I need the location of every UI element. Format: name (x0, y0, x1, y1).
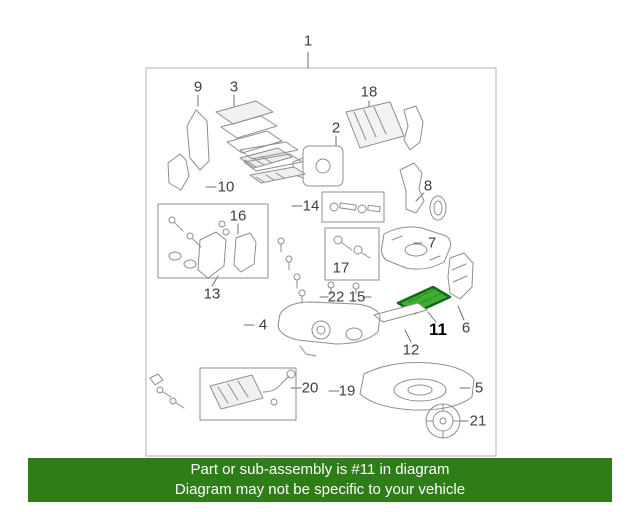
part-label-4: 4 (258, 316, 268, 334)
part-label-15: 15 (348, 288, 366, 306)
banner-line-1: Part or sub-assembly is #11 in diagram (190, 461, 450, 478)
part-label-14: 14 (302, 197, 320, 215)
part-20-art (199, 367, 297, 421)
part-label-12: 12 (402, 341, 420, 359)
banner-line-2: Diagram may not be specific to your vehi… (174, 481, 466, 498)
part-label-5: 5 (474, 379, 484, 397)
part-8-art (399, 162, 447, 221)
part-label-10: 10 (217, 178, 235, 196)
part-4-art (277, 301, 381, 357)
part-label-6: 6 (461, 319, 471, 337)
part-label-1: 1 (303, 32, 313, 50)
disclaimer-banner: Part or sub-assembly is #11 in diagram D… (28, 458, 612, 502)
part-label-9: 9 (193, 78, 203, 96)
part-label-7: 7 (427, 234, 437, 252)
part-10-art (239, 141, 306, 184)
part-label-19: 19 (338, 382, 356, 400)
part-label-18: 18 (360, 83, 378, 101)
part-label-22: 22 (327, 288, 345, 306)
part-14-art (321, 191, 385, 223)
part-label-16: 16 (229, 207, 247, 225)
part-22-art (327, 281, 335, 295)
part-label-8: 8 (423, 177, 433, 195)
part-label-20: 20 (301, 379, 319, 397)
part-7-art (381, 226, 451, 270)
part-9-art (167, 109, 210, 191)
part-13-art (197, 228, 306, 304)
part-label-13: 13 (203, 285, 221, 303)
part-15-art (352, 282, 360, 295)
part-label-11-highlighted: 11 (429, 320, 447, 339)
small-fasteners-art (149, 373, 185, 409)
part-label-3: 3 (229, 78, 239, 96)
part-16-art (157, 203, 269, 279)
part-label-17: 17 (332, 259, 350, 277)
part-17-art (324, 227, 380, 281)
part-5-art (359, 362, 475, 411)
part-6-art (447, 252, 474, 300)
part-label-2: 2 (331, 119, 341, 137)
part-18-art (345, 101, 424, 151)
part-2-art (292, 145, 344, 187)
diagram-frame (145, 67, 497, 457)
part-3-art (215, 100, 293, 169)
part-21-art (425, 403, 461, 439)
part-label-21: 21 (469, 412, 487, 430)
